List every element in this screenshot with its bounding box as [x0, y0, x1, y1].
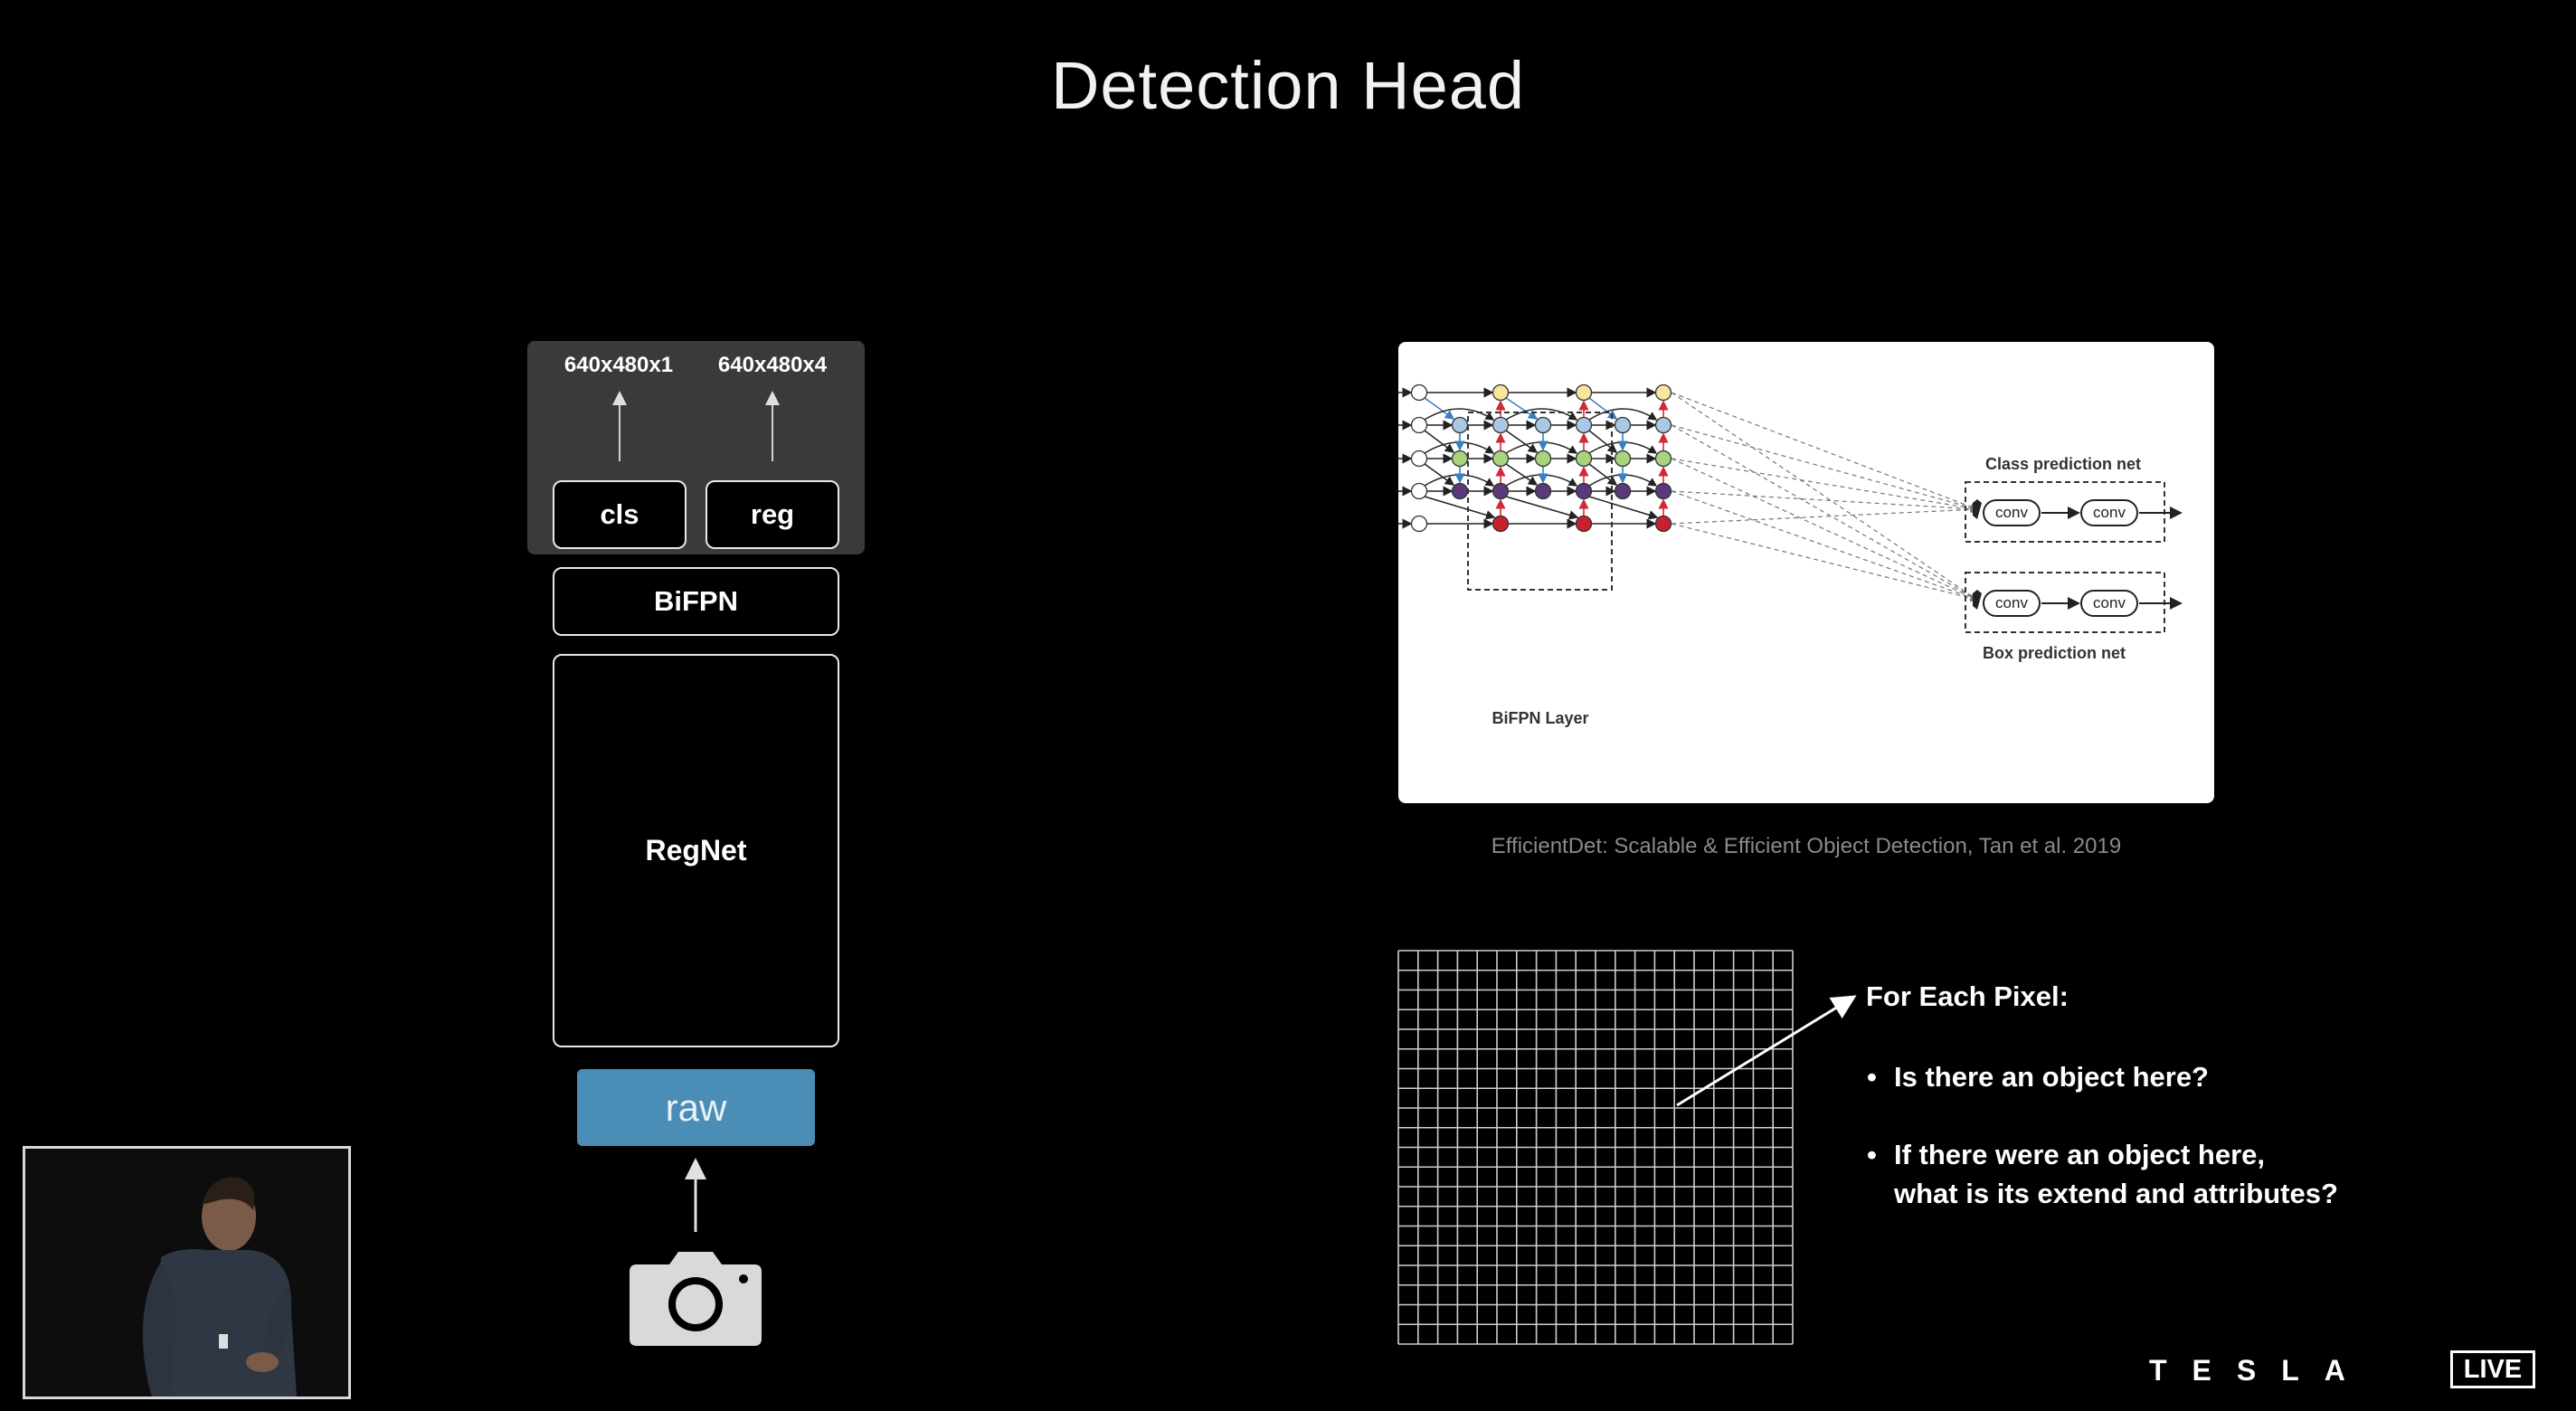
out-node: [1654, 482, 1672, 500]
grid-lines: [1397, 950, 1794, 1345]
diag-edge: [1505, 397, 1539, 420]
box-conv-1: conv: [1995, 594, 2028, 611]
diag-edge: [1505, 463, 1539, 486]
cls-block: cls: [553, 480, 687, 549]
mid-node: [1451, 416, 1469, 434]
bullet-dot: •: [1867, 1139, 1877, 1170]
diag-edge: [1588, 430, 1618, 453]
efficientdet-figure: conv conv conv conv Class prediction net…: [1398, 342, 2214, 803]
to-class-net: [1671, 490, 1979, 513]
out-node: [1575, 384, 1593, 402]
camera-icon: [630, 1252, 762, 1346]
bullet-line: Is there an object here?: [1894, 1061, 2209, 1093]
diag-edge: [1588, 496, 1659, 520]
presenter-video: [23, 1146, 351, 1399]
out-node: [1654, 450, 1672, 468]
input-node: [1410, 450, 1428, 468]
mid-node: [1614, 450, 1632, 468]
out-node: [1575, 450, 1593, 468]
to-class-net: [1671, 392, 1979, 511]
out-node: [1654, 515, 1672, 533]
out-node: [1492, 482, 1510, 500]
out-node: [1492, 384, 1510, 402]
to-box-net: [1671, 458, 1979, 601]
mid-node: [1451, 482, 1469, 500]
to-class-net: [1671, 424, 1979, 512]
class-net-label: Class prediction net: [1985, 455, 2141, 473]
bifpn-layer-box: [1467, 412, 1613, 591]
diagram-edges: [1398, 387, 1979, 602]
bullet-object-present: • Is there an object here?: [1867, 1057, 2209, 1096]
diagram-nodes: [1410, 384, 1672, 533]
mid-node: [1534, 450, 1552, 468]
out-node: [1575, 515, 1593, 533]
figure-caption: EfficientDet: Scalable & Efficient Objec…: [1491, 834, 2122, 858]
input-node: [1410, 515, 1428, 533]
out-node: [1575, 416, 1593, 434]
box-conv-2: conv: [2093, 594, 2126, 611]
pixel-pointer-arrow: [1676, 995, 1857, 1107]
live-badge: LIVE: [2450, 1350, 2535, 1388]
bullet-line-2: what is its extend and attributes?: [1894, 1178, 2338, 1209]
input-node: [1410, 482, 1428, 500]
raw-input-block: raw: [577, 1069, 815, 1146]
skip-edge: [1588, 408, 1658, 421]
mid-node: [1614, 482, 1632, 500]
skip-edge: [1424, 408, 1495, 421]
input-node: [1410, 384, 1428, 402]
cls-output-dim: 640x480x1: [564, 353, 674, 377]
bifpn-layer-label: BiFPN Layer: [1492, 709, 1588, 727]
reg-block: reg: [706, 480, 839, 549]
bullet-object-attributes: • If there were an object here, what is …: [1867, 1135, 2338, 1213]
class-net-convs: conv conv: [1973, 499, 2183, 526]
pixel-heading: For Each Pixel:: [1866, 980, 2069, 1012]
pixel-grid: [1397, 950, 1794, 1345]
mid-node: [1451, 450, 1469, 468]
input-node: [1410, 416, 1428, 434]
bullet-dot: •: [1867, 1061, 1877, 1093]
out-node: [1654, 384, 1672, 402]
bifpn-block: BiFPN: [553, 567, 839, 636]
diag-edge: [1424, 463, 1455, 486]
to-box-net: [1671, 424, 1979, 601]
slide-title: Detection Head: [1050, 48, 1526, 123]
mid-node: [1534, 416, 1552, 434]
regnet-block: RegNet: [553, 654, 839, 1047]
bifpn-diagram: conv conv conv conv Class prediction net…: [1398, 384, 2183, 727]
box-net-label: Box prediction net: [1983, 644, 2126, 662]
bullet-line: If there were an object here,: [1894, 1139, 2266, 1170]
class-conv-1: conv: [1995, 504, 2028, 521]
mid-node: [1614, 416, 1632, 434]
to-class-net: [1671, 458, 1979, 512]
diag-edge: [1424, 430, 1455, 453]
out-node: [1492, 450, 1510, 468]
out-node: [1575, 482, 1593, 500]
to-box-net: [1671, 523, 1979, 602]
to-class-net: [1671, 506, 1979, 525]
reg-output-dim: 640x480x4: [717, 353, 828, 377]
out-node: [1492, 416, 1510, 434]
skip-edge: [1505, 408, 1578, 421]
diag-edge: [1505, 430, 1539, 453]
diag-edge: [1424, 397, 1455, 420]
diag-edge: [1505, 496, 1579, 520]
out-node: [1654, 416, 1672, 434]
presenter-silhouette: [25, 1149, 348, 1397]
box-net-convs: conv conv: [1973, 590, 2183, 617]
out-node: [1492, 515, 1510, 533]
diag-edge: [1424, 496, 1496, 520]
class-conv-2: conv: [2093, 504, 2126, 521]
tesla-logo: TESLA: [2149, 1354, 2371, 1387]
to-box-net: [1671, 490, 1979, 601]
mid-node: [1534, 482, 1552, 500]
